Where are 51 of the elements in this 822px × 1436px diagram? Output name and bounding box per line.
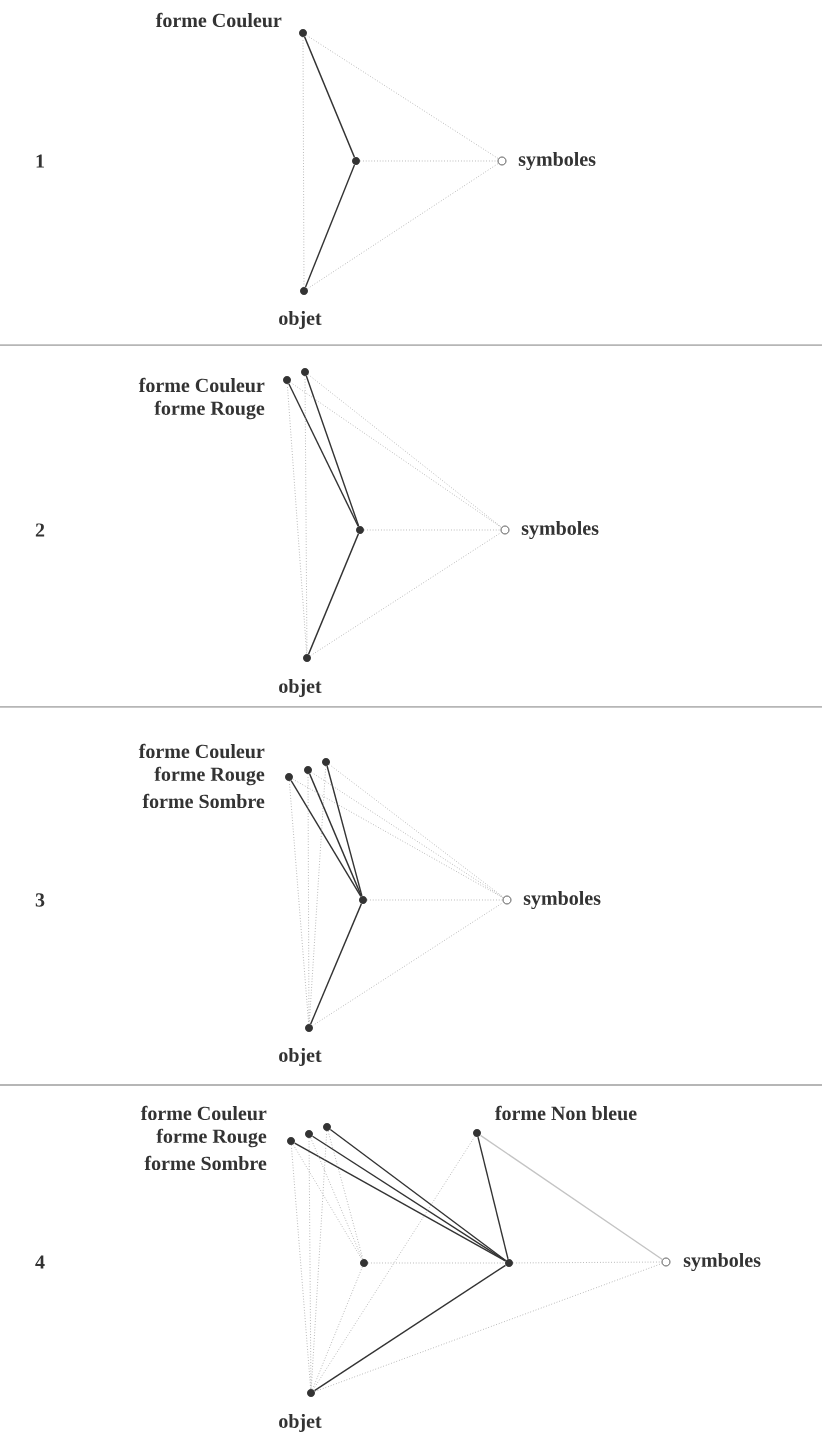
node-label: forme Couleur — [140, 1105, 267, 1121]
panel-number: 2 — [35, 523, 45, 537]
edge-line — [307, 163, 499, 290]
edge-line — [312, 1136, 476, 1390]
edge-line — [310, 1137, 363, 1260]
edge-line — [305, 375, 360, 527]
edge-line — [286, 383, 308, 655]
edge-line — [288, 383, 359, 527]
edge-line — [313, 1264, 507, 1392]
edge-line — [307, 533, 360, 655]
panel-number: 3 — [35, 893, 45, 907]
edge-line — [308, 1137, 312, 1390]
edge-line — [290, 1144, 312, 1390]
edge-line — [310, 1130, 328, 1390]
edge-line — [304, 375, 308, 655]
edge-line — [312, 1266, 363, 1390]
edge-line — [479, 1134, 664, 1261]
node-label: forme Rouge — [154, 766, 265, 786]
edge-line — [310, 532, 502, 657]
node-label: forme Couleur — [138, 743, 265, 759]
edge-line — [314, 1263, 663, 1392]
edge-line — [288, 780, 310, 1025]
edge-line — [308, 773, 363, 897]
node-label: symboles — [521, 520, 599, 540]
edge-line — [512, 1261, 662, 1264]
edge-line — [290, 779, 362, 898]
node-label: forme Rouge — [154, 400, 265, 420]
node-label: objet — [279, 310, 322, 330]
node-label: objet — [279, 678, 322, 698]
edge-line — [303, 36, 356, 158]
node-label: forme Couleur — [138, 377, 265, 393]
edge-line — [302, 36, 305, 288]
node-label: symboles — [518, 151, 596, 171]
edge-line — [304, 164, 356, 288]
edge-line — [326, 765, 363, 897]
node-label: forme Couleur — [155, 12, 282, 28]
node-label: symboles — [683, 1252, 761, 1272]
edge-line — [292, 1144, 363, 1260]
node-label: objet — [279, 1047, 322, 1067]
panel-number: 1 — [36, 154, 44, 168]
node-label: forme Rouge — [156, 1128, 267, 1148]
node-label: forme Sombre — [144, 1155, 267, 1171]
node-label: objet — [279, 1413, 322, 1433]
node-label: symboles — [523, 890, 601, 910]
node-label: forme Sombre — [142, 793, 265, 809]
panel-number: 4 — [35, 1255, 45, 1269]
node-label: forme Non bleue — [495, 1105, 637, 1121]
edge-line — [309, 903, 363, 1025]
edge-line — [312, 902, 504, 1027]
edge-line — [477, 1136, 509, 1260]
edge-line — [307, 773, 310, 1025]
